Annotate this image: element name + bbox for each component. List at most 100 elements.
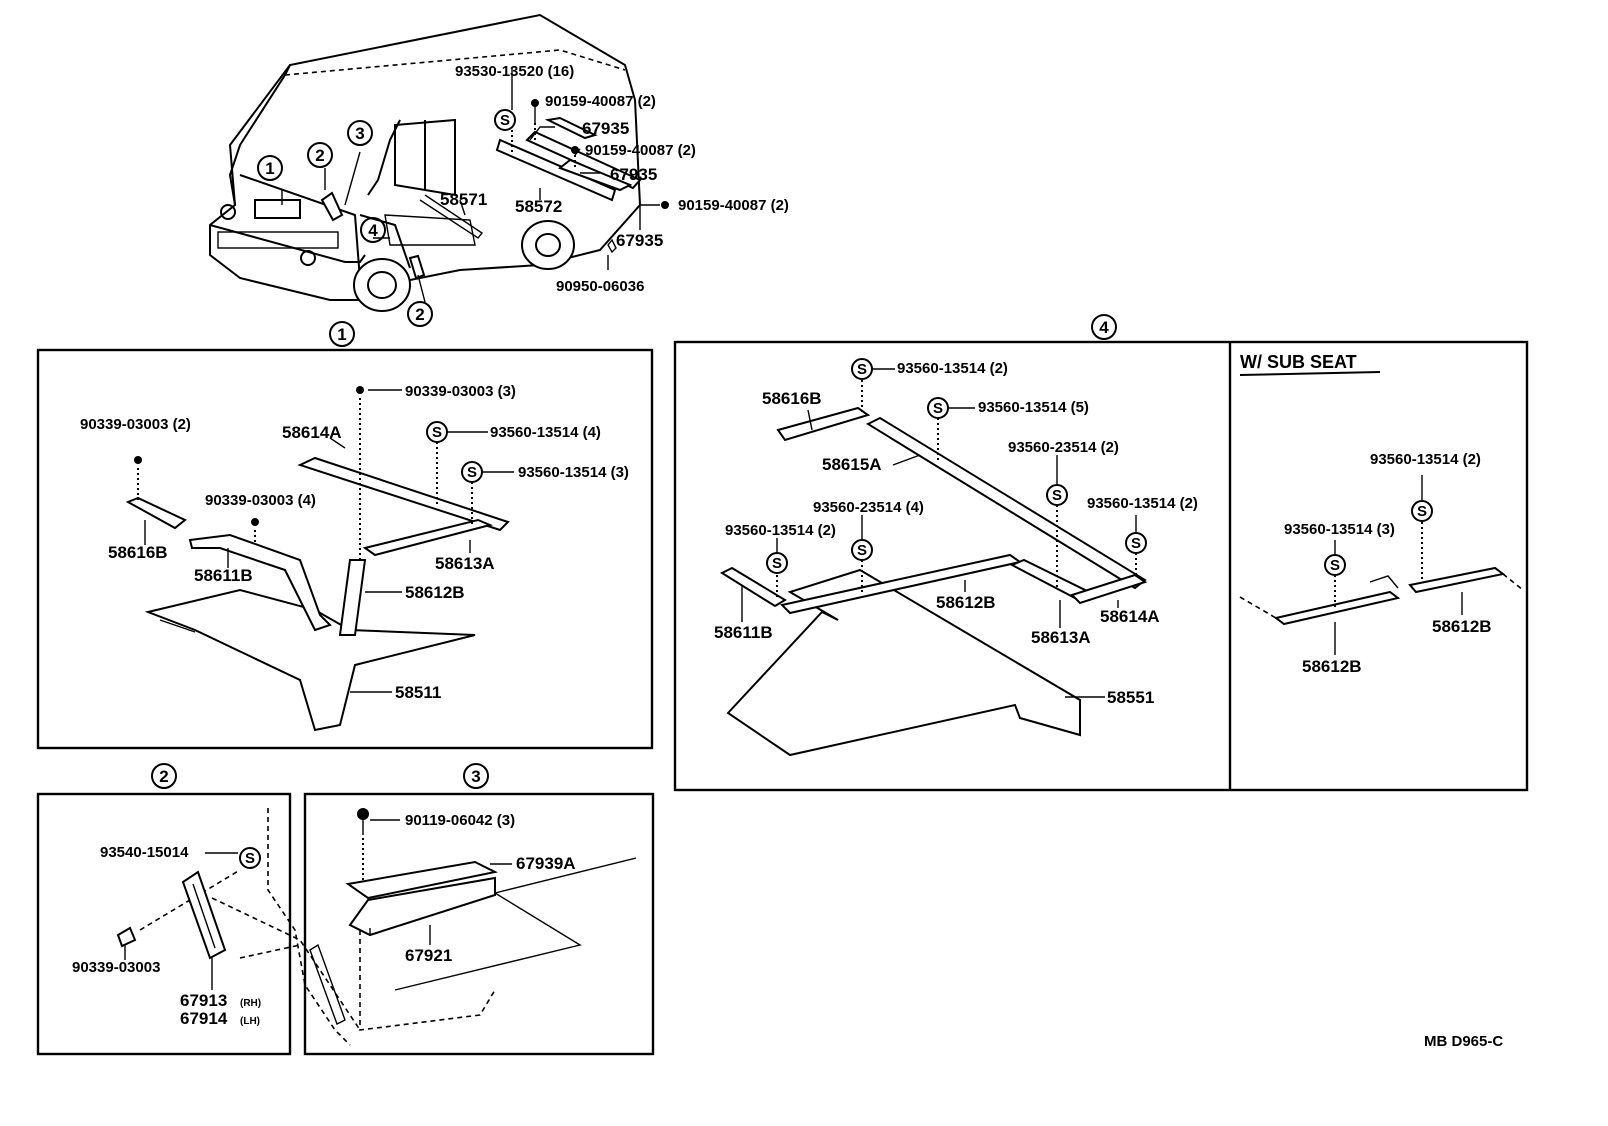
sub-seat-panel: W/ SUB SEAT S S 93560-13514 (2) 93560-13… (1239, 352, 1524, 676)
part-label: 90119-06042 (3) (405, 812, 515, 829)
part-label: 58511 (395, 683, 441, 702)
callout-1: 1 (257, 155, 283, 181)
svg-text:2: 2 (159, 767, 168, 786)
svg-text:S: S (500, 112, 510, 129)
svg-text:S: S (772, 555, 782, 572)
part-label: 90159-40087 (2) (545, 93, 656, 110)
section-2-panel: 2 S 93540-15014 90339-03003 67913 (RH) 6… (36, 763, 361, 1056)
section-3-marker: 3 (463, 763, 489, 789)
part-label: 58572 (515, 197, 562, 216)
part-label: 93560-13514 (5) (978, 399, 1089, 416)
part-label: 58614A (282, 423, 342, 442)
svg-text:S: S (467, 464, 477, 481)
s-symbol: S (851, 358, 873, 380)
svg-text:S: S (1417, 503, 1427, 520)
van-body-outline (209, 13, 642, 301)
part-label: 93560-23514 (4) (813, 499, 924, 516)
svg-text:3: 3 (355, 124, 364, 143)
part-label: 90339-03003 (3) (405, 383, 516, 400)
s-symbol: S (766, 552, 788, 574)
s-symbol: S (1324, 554, 1346, 576)
section-4-marker: 4 (1091, 314, 1117, 340)
part-label: 58611B (194, 566, 253, 585)
part-label: 58612B (1432, 617, 1492, 636)
part-label: 67939A (516, 854, 576, 873)
callout-3: 3 (347, 120, 373, 146)
part-label: 90950-06036 (556, 278, 644, 295)
callout-2-lower: 2 (407, 301, 433, 327)
floor-mat-58511 (144, 588, 476, 732)
svg-text:S: S (245, 850, 255, 867)
part-label: 58571 (440, 190, 487, 209)
part-label: 90159-40087 (2) (585, 142, 696, 159)
part-label: 90339-03003 (4) (205, 492, 316, 509)
part-label: 90339-03003 (2) (80, 416, 191, 433)
part-label: 90159-40087 (2) (678, 197, 789, 214)
s-symbol: S (461, 461, 483, 483)
section-3-panel: 3 90119-06042 (3) 67939A 67921 (303, 763, 655, 1056)
s-symbol: S (426, 421, 448, 443)
svg-text:4: 4 (1099, 318, 1109, 337)
svg-text:S: S (857, 542, 867, 559)
svg-text:4: 4 (368, 221, 378, 240)
part-label: 58616B (762, 389, 822, 408)
part-label: 58613A (1031, 628, 1091, 647)
s-symbol: S (239, 847, 261, 869)
svg-text:S: S (1052, 487, 1062, 504)
svg-text:1: 1 (265, 159, 274, 178)
part-label: 58615A (822, 455, 882, 474)
svg-text:1: 1 (337, 325, 346, 344)
part-label: 67935 (610, 165, 657, 184)
part-label: 93530-13520 (16) (455, 63, 574, 80)
s-symbol: S (851, 539, 873, 561)
s-symbol: S (1411, 500, 1433, 522)
part-label-suffix: (RH) (240, 998, 261, 1009)
svg-text:S: S (1330, 557, 1340, 574)
svg-text:S: S (432, 424, 442, 441)
part-label: 58612B (405, 583, 465, 602)
svg-text:S: S (857, 361, 867, 378)
part-label-suffix: (LH) (240, 1016, 260, 1027)
svg-text:3: 3 (471, 767, 480, 786)
step-plate-67939A (345, 860, 499, 900)
part-label: 93560-13514 (3) (518, 464, 629, 481)
part-label: 93540-15014 (100, 844, 189, 861)
s-symbol: S (494, 109, 516, 131)
part-label: 58551 (1107, 688, 1154, 707)
section-1-marker: 1 (329, 321, 355, 347)
part-label: 58612B (936, 593, 996, 612)
part-label: 67914 (180, 1009, 228, 1028)
part-label: 93560-13514 (3) (1284, 521, 1395, 538)
part-label: 58612B (1302, 657, 1362, 676)
callout-2: 2 (307, 142, 333, 168)
s-symbol: S (927, 397, 949, 419)
vehicle-overview: S 93530-13520 (16) 90159-40087 (2) 67935… (209, 13, 789, 327)
part-label: 93560-13514 (2) (725, 522, 836, 539)
part-label: 67921 (405, 946, 452, 965)
part-label: 90339-03003 (72, 959, 160, 976)
part-label: 93560-13514 (2) (1087, 495, 1198, 512)
part-label: 67935 (616, 231, 663, 250)
part-label: 93560-13514 (4) (490, 424, 601, 441)
s-symbol: S (1125, 532, 1147, 554)
section-2-marker: 2 (151, 763, 177, 789)
part-label: 67935 (582, 119, 629, 138)
part-label: 58613A (435, 554, 495, 573)
callout-4: 4 (360, 217, 386, 243)
part-label: 67913 (180, 991, 227, 1010)
part-label: 93560-13514 (2) (897, 360, 1008, 377)
sub-seat-title: W/ SUB SEAT (1240, 352, 1357, 372)
svg-text:2: 2 (315, 146, 324, 165)
floor-mat-58551 (726, 568, 1081, 757)
diagram-code: MB D965-C (1424, 1033, 1503, 1050)
front-wheel (353, 258, 411, 312)
s-symbol: S (1046, 484, 1068, 506)
rear-wheel (521, 220, 575, 270)
section-1-panel: 1 S S (36, 321, 654, 750)
part-label: 58611B (714, 623, 773, 642)
part-label: 58616B (108, 543, 168, 562)
part-label: 93560-23514 (2) (1008, 439, 1119, 456)
step-67921 (348, 876, 496, 937)
part-label: 58614A (1100, 607, 1160, 626)
